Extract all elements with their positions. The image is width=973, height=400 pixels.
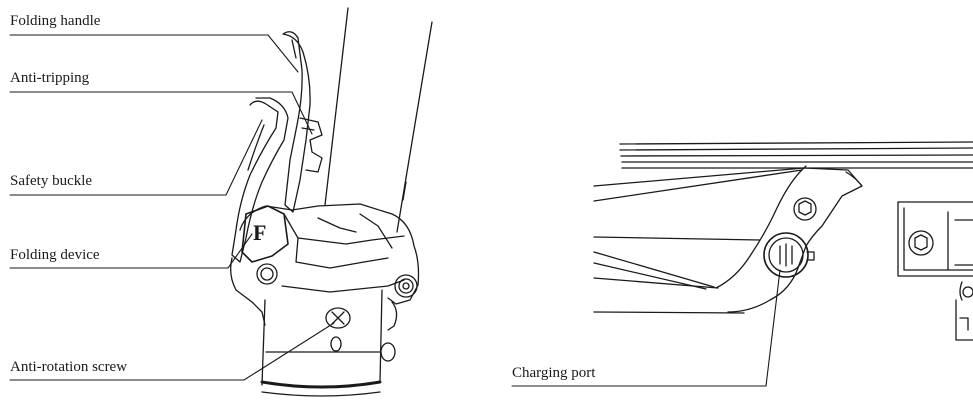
leader-lines <box>9 34 781 387</box>
housing-ring-band <box>260 380 382 389</box>
deck-line-1 <box>619 141 973 145</box>
label-folding-device: Folding device <box>10 247 100 263</box>
bracket-bolt-outer <box>793 197 817 221</box>
safety-buckle-inner-line <box>247 124 265 171</box>
lower-housing-left <box>261 299 266 386</box>
f-marking-letter: F <box>253 220 267 245</box>
side-block-small-hole <box>962 286 973 298</box>
guide-line-2 <box>593 169 803 202</box>
anti-rotation-screw-head <box>325 307 351 329</box>
anti-rotation-screw-socket <box>331 311 345 325</box>
charging-port-latch <box>806 251 815 261</box>
side-block-inner <box>903 207 973 271</box>
side-block-outline <box>897 201 973 277</box>
folding-handle-body <box>282 31 311 213</box>
bracket-inner-edge <box>715 165 807 289</box>
label-folding-handle: Folding handle <box>10 13 101 29</box>
deck-drawing <box>593 141 973 341</box>
deck-line-3 <box>620 154 973 157</box>
left-pivot-bolt-outer <box>256 263 278 285</box>
guide-line-6 <box>593 277 719 289</box>
label-anti-tripping: Anti-tripping <box>10 70 90 86</box>
clamp-band <box>295 237 389 269</box>
clamp-top-edge <box>283 213 405 245</box>
housing-side-knob <box>380 342 396 362</box>
side-block-bolt-hex <box>914 234 928 251</box>
stem-tube-detail <box>402 181 407 201</box>
folding-handle-grip-line <box>291 39 297 59</box>
clamp-lower-left <box>230 257 266 326</box>
anti-tripping-hook <box>299 117 323 173</box>
anti-tripping-detail <box>301 127 315 131</box>
leader-charging-port <box>511 269 781 387</box>
charging-port-pins <box>779 243 793 267</box>
leader-folding-handle <box>9 34 299 73</box>
guide-line-4 <box>593 251 715 288</box>
clamp-top-detail <box>317 217 357 233</box>
screw-slot <box>330 336 342 352</box>
right-pivot-bolt-outer <box>394 274 418 298</box>
lower-housing-side <box>387 301 398 331</box>
stem-tube-right-edge <box>396 21 433 233</box>
right-pivot-bolt-middle <box>398 278 414 294</box>
leader-folding-device <box>9 233 253 269</box>
guide-line-7 <box>593 311 745 314</box>
lower-housing-right <box>379 289 383 383</box>
bracket-bolt-hex <box>798 200 812 216</box>
charging-port-outer <box>763 232 809 278</box>
charging-port-inner <box>768 237 804 273</box>
side-block-lower-part <box>955 281 973 341</box>
clamp-rib <box>281 279 405 293</box>
leader-anti-tripping <box>9 91 313 135</box>
guide-line-5 <box>593 262 707 290</box>
right-pivot-bolt-center <box>402 282 410 290</box>
stem-tube-left-edge <box>324 7 349 206</box>
f-marking-plate <box>241 205 289 263</box>
folding-mechanism-drawing <box>230 7 433 397</box>
clamp-right-detail <box>359 213 393 249</box>
side-block-slots <box>954 219 973 266</box>
left-pivot-bolt-inner <box>260 267 274 281</box>
safety-buckle-lever <box>231 97 289 263</box>
label-anti-rotation-screw: Anti-rotation screw <box>10 359 128 375</box>
clamp-outline <box>239 203 420 305</box>
label-charging-port: Charging port <box>512 365 596 381</box>
deck-line-2 <box>619 147 973 151</box>
leader-anti-rotation-screw <box>9 322 335 381</box>
housing-ring-bottom <box>261 391 381 397</box>
leader-safety-buckle <box>9 119 263 196</box>
guide-line-1 <box>593 167 805 187</box>
bracket-tip <box>845 171 863 187</box>
guide-line-3 <box>593 236 761 241</box>
side-block-bolt-outer <box>908 230 934 256</box>
label-safety-buckle: Safety buckle <box>10 173 93 189</box>
side-block-notch <box>959 317 969 331</box>
